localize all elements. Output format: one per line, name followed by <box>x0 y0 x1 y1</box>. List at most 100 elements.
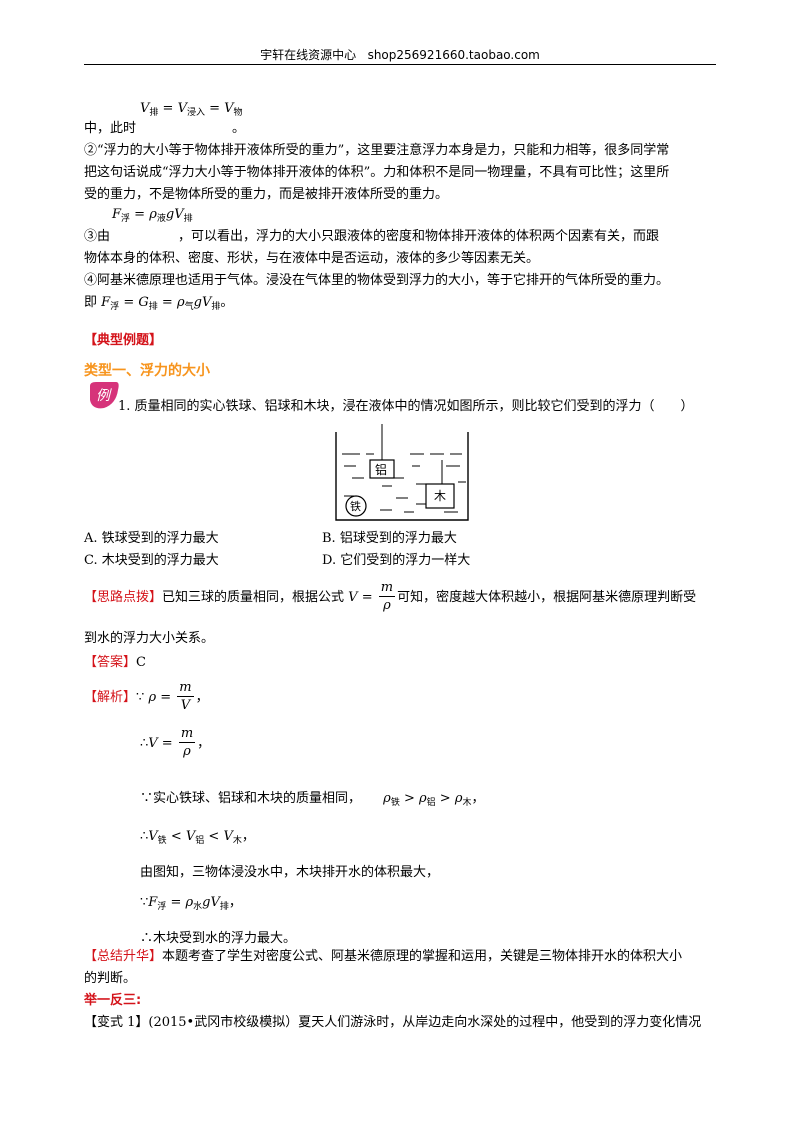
sub-fu: 浮 <box>157 902 167 912</box>
sub-fu: 浮 <box>121 214 131 224</box>
summary-text1: 本题考查了学生对密度公式、阿基米德原理的掌握和运用，关键是三物体排开水的体积大小 <box>162 949 683 964</box>
answer-value: C <box>136 655 146 670</box>
therefore: ∴ <box>140 736 149 751</box>
header-divider <box>84 64 716 65</box>
rho2: ρ <box>419 791 427 806</box>
sub-mu: 木 <box>462 798 472 808</box>
header-site: 宇轩在线资源中心 <box>260 48 357 62</box>
rho1: ρ <box>383 791 391 806</box>
l1-end: 。 <box>232 121 246 136</box>
var-v3: V <box>224 101 234 116</box>
analysis-label: 【解析】 <box>84 690 137 705</box>
text-line-4: 受的重力，不是物体所受的重力，而是被排开液体所受的重力。 <box>84 187 449 202</box>
hint-text2: 可知，密度越大体积越小，根据阿基米德原理判断受 <box>397 590 697 605</box>
frac-den: ρ <box>383 598 391 613</box>
sub-tie: 铁 <box>390 798 400 808</box>
var-V: V <box>348 590 358 605</box>
sub-pai2: 排 <box>211 302 221 312</box>
option-c: C. 木块受到的浮力最大 <box>84 553 219 568</box>
sub-pai: 排 <box>149 108 159 118</box>
var-g: g <box>165 207 175 222</box>
sub-mu: 木 <box>232 836 242 846</box>
sub-pai: 排 <box>183 214 193 224</box>
section-title: 【典型例题】 <box>84 333 163 348</box>
var-rho: ρ <box>148 690 157 705</box>
l9-end: 。 <box>220 295 234 310</box>
sub-lv: 铝 <box>426 798 436 808</box>
sub-pai: 排 <box>148 302 158 312</box>
formula-buoyancy: F浮 = ρ液gV排 <box>112 207 193 224</box>
sub-jinru: 浸入 <box>186 108 205 118</box>
var-v: V <box>201 295 212 310</box>
text-line-1: 中，此时。 <box>84 118 245 140</box>
var-rho: ρ <box>176 295 185 310</box>
summary-line-2: 的判断。 <box>84 971 137 986</box>
iron-ball <box>345 495 367 517</box>
label-wood: 木 <box>434 489 446 503</box>
answer-line: 【答案】C <box>84 652 146 674</box>
var-f: F <box>112 207 122 222</box>
var-v: V <box>174 207 184 222</box>
variant-1: 【变式 1】(2015•武冈市校级模拟）夏天人们游泳时，从岸边走向水深处的过程中… <box>84 1015 702 1030</box>
sub-ye: 液 <box>156 214 166 224</box>
formula-volume: V排 = V浸入 = V物 <box>140 98 243 124</box>
v1: V <box>148 829 158 844</box>
text-line-6: ③由 ，可以看出，浮力的大小只跟液体的密度和物体排开液体的体积两个因素有关，而跟 <box>84 226 659 248</box>
sub-qi: 气 <box>184 302 194 312</box>
text-line-9: 即 F浮 = G排 = ρ气gV排。 <box>84 292 233 318</box>
v3: V <box>223 829 233 844</box>
text-line-7: 物体本身的体积、密度、形状，与在液体中是否运动，液体的多少等因素无关。 <box>84 251 540 266</box>
analysis-line-6: ∵F浮 = ρ水gV排， <box>140 895 242 912</box>
var-V: V <box>148 736 158 751</box>
var-f: F <box>101 295 111 310</box>
frac-num: m <box>177 680 194 697</box>
frac-den: V <box>180 698 191 713</box>
because: ∵ <box>136 690 145 705</box>
container-figure: 铝 铁 木 <box>335 424 469 521</box>
wood-block <box>425 483 455 509</box>
var-v2: V <box>177 101 187 116</box>
eq1: = <box>158 101 178 116</box>
sub-wu: 物 <box>233 108 243 118</box>
analysis-line-7: ∴木块受到水的浮力最大。 <box>140 931 297 946</box>
var-G: G <box>138 295 149 310</box>
analysis-line-4: ∴V铁 < V铝 < V木， <box>140 829 255 846</box>
label-aluminum: 铝 <box>375 462 387 477</box>
frac-num: m <box>178 726 196 743</box>
summary-label: 【总结升华】 <box>84 949 163 964</box>
text-line-8: ④阿基米德原理也适用于气体。浸没在气体里的物体受到浮力的大小，等于它排开的气体所… <box>84 273 670 288</box>
analysis-line-3: ∵实心铁球、铝球和木块的质量相同， ρ铁 > ρ铝 > ρ木， <box>140 791 485 808</box>
text-line-2: ②“浮力的大小等于物体排开液体所受的重力”，这里要注意浮力本身是力，只能和力相等… <box>84 143 670 158</box>
sub-lv: 铝 <box>195 836 205 846</box>
badge-text: 例 <box>96 388 112 404</box>
frac-num: m <box>378 580 396 597</box>
text-line-3: 把这句话说成“浮力大小等于物体排开液体的体积”。力和体积不是同一物理量，不具有可… <box>84 165 670 180</box>
l6a: ③由 <box>84 229 111 244</box>
analysis-line-5: 由图知，三物体浸没水中，木块排开水的体积最大， <box>140 865 440 880</box>
question-text: 1. 质量相同的实心铁球、铝球和木块，浸在液体中的情况如图所示，则比较它们受到的… <box>118 399 694 414</box>
eq2: = <box>204 101 225 116</box>
label-iron: 铁 <box>350 500 361 513</box>
sub-shui: 水 <box>193 902 203 912</box>
therefore: ∴ <box>140 829 149 844</box>
option-a: A. 铁球受到的浮力最大 <box>84 531 219 546</box>
sub-fu: 浮 <box>110 302 120 312</box>
step3: ∵实心铁球、铝球和木块的质量相同， <box>140 791 362 806</box>
var-v: V <box>140 101 150 116</box>
frac-den: ρ <box>183 744 191 759</box>
l6b: ，可以看出，浮力的大小只跟液体的密度和物体排开液体的体积两个因素有关，而跟 <box>178 229 660 244</box>
v2: V <box>185 829 196 844</box>
option-b: B. 铝球受到的浮力最大 <box>322 531 457 546</box>
hint-label: 【思路点拨】 <box>84 590 163 605</box>
summary-line-1: 【总结升华】本题考查了学生对密度公式、阿基米德原理的掌握和运用，关键是三物体排开… <box>84 946 682 968</box>
header-url: shop256921660.taobao.com <box>367 48 540 62</box>
l9a: 即 <box>84 295 98 310</box>
sub-tie: 铁 <box>157 836 167 846</box>
aluminum-block <box>369 459 395 479</box>
var-g: g <box>193 295 202 310</box>
hint-text1: 已知三球的质量相同，根据公式 <box>162 590 345 605</box>
